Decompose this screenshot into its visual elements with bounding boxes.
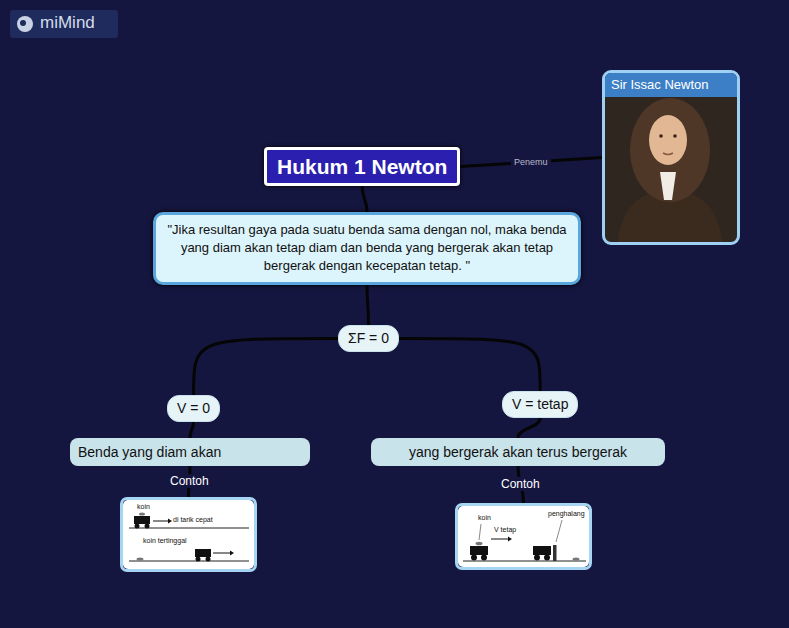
connector (367, 285, 368, 325)
wheel (196, 557, 201, 562)
cart (533, 546, 551, 555)
cart (195, 549, 211, 557)
picture-ground (123, 500, 254, 569)
obstacle (553, 545, 557, 561)
motion-arrowhead (230, 551, 234, 556)
app-name: miMind (40, 13, 95, 33)
wheel (135, 524, 140, 529)
wheel (471, 555, 477, 561)
cart (470, 546, 488, 555)
wheel (534, 555, 540, 561)
node-text: yang bergerak akan terus bergerak (379, 443, 657, 461)
connector (190, 422, 194, 438)
node-text: Benda yang diam akan (78, 443, 302, 461)
node-text: Hukum 1 Newton (277, 153, 447, 180)
coin (137, 557, 144, 560)
picture-ground (458, 506, 589, 567)
coin (573, 557, 580, 560)
connector (194, 338, 338, 395)
leader-line (556, 520, 562, 542)
condition-bubble: ΣF = 0 (338, 325, 399, 352)
portrait-cravat (660, 172, 676, 200)
statement-band: Benda yang diam akan (70, 438, 310, 466)
motion-arrow (153, 521, 168, 522)
definition-box: "Jika resultan gaya pada suatu benda sam… (153, 212, 581, 285)
portrait-eye (673, 134, 677, 138)
logo-plate (10, 10, 118, 38)
wheel (481, 555, 487, 561)
example-picture: koinV tetap penghalang (455, 503, 592, 570)
portrait-wig (630, 98, 710, 202)
connector-label: Penemu (511, 157, 551, 168)
floor-line (463, 561, 586, 562)
node-text: V = 0 (177, 400, 210, 417)
picture-caption: penghalang (548, 510, 585, 517)
connector (399, 338, 540, 391)
node-text: Sir Issac Newton (605, 73, 737, 97)
floor-line (129, 561, 249, 562)
portrait-mouth (663, 153, 673, 155)
coin (139, 512, 145, 515)
motion-arrowhead (168, 519, 172, 524)
example-right (458, 506, 589, 567)
wheel (145, 524, 150, 529)
statement-band: yang bergerak akan terus bergerak (371, 438, 665, 466)
wheel (544, 555, 550, 561)
connector-label: Contoh (167, 474, 212, 488)
example-left (123, 500, 254, 569)
coin (476, 542, 483, 546)
case-bubble: V = 0 (167, 395, 220, 422)
wheel (206, 557, 211, 562)
motion-arrowhead (508, 537, 512, 542)
picture-caption: V tetap (494, 526, 516, 533)
logo-icon (20, 20, 26, 26)
portrait-card: Sir Issac Newton (602, 70, 740, 245)
leader-line (479, 524, 481, 540)
picture-caption: di tarik cepat (173, 516, 213, 523)
motion-arrow (213, 553, 230, 554)
portrait-ground (605, 96, 737, 242)
logo-icon (17, 16, 33, 32)
case-bubble: V = tetap (502, 391, 578, 418)
portrait-face (649, 115, 687, 165)
app-logo (10, 10, 118, 38)
newton-portrait (605, 96, 737, 242)
picture-caption: koin tertinggal (143, 537, 187, 544)
node-text: V = tetap (512, 396, 568, 413)
node-text: "Jika resultan gaya pada suatu benda sam… (166, 221, 568, 276)
example-picture: koin di tarik cepat koin tertinggal (120, 497, 257, 572)
connector (518, 418, 540, 438)
connector-label: Contoh (498, 477, 543, 491)
cart (134, 516, 150, 524)
picture-caption: koin (478, 514, 491, 521)
picture-caption: koin (137, 503, 150, 510)
connector (362, 186, 367, 212)
title-box: Hukum 1 Newton (264, 147, 460, 186)
portrait-eye (659, 134, 663, 138)
node-text: ΣF = 0 (348, 330, 389, 347)
motion-arrow (491, 539, 508, 540)
